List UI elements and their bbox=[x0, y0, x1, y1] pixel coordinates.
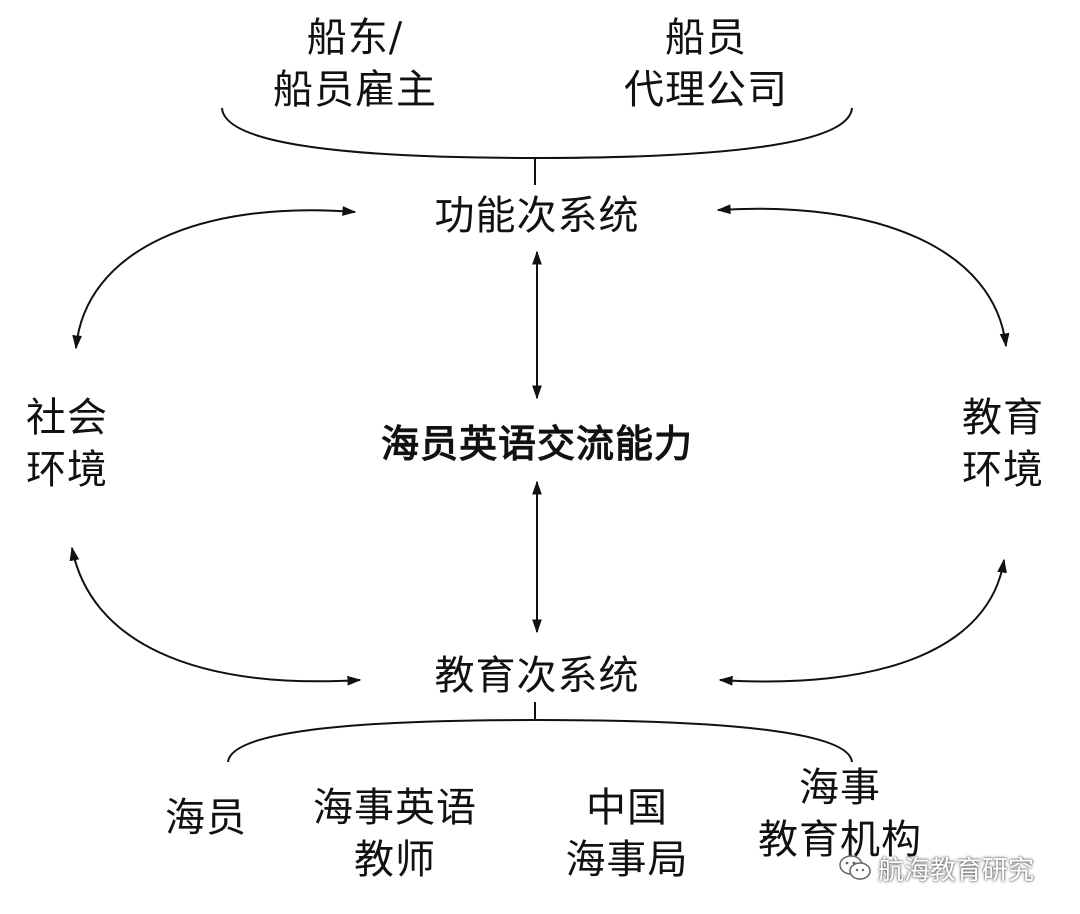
social-env-line2: 环境 bbox=[26, 447, 108, 493]
arrow-educationenv-education bbox=[718, 558, 1007, 686]
social-environment-node: 社会 环境 bbox=[26, 392, 108, 496]
social-env-line1: 社会 bbox=[26, 395, 108, 441]
education-environment-node: 教育 环境 bbox=[962, 392, 1044, 496]
seafarer-label: 海员 bbox=[165, 795, 247, 841]
education-env-line2: 环境 bbox=[962, 447, 1044, 493]
education-subsystem-node: 教育次系统 bbox=[434, 653, 640, 699]
arrow-social-education bbox=[69, 546, 362, 686]
teacher-line1: 海事英语 bbox=[313, 785, 477, 831]
institution-line1: 海事 bbox=[799, 765, 881, 811]
institution-line2: 教育机构 bbox=[758, 817, 922, 863]
msa-line2: 海事局 bbox=[565, 837, 689, 883]
crew-agency-line2: 代理公司 bbox=[624, 67, 788, 113]
crew-agency-label: 船员 代理公司 bbox=[624, 12, 788, 116]
wechat-icon bbox=[838, 854, 872, 882]
arrow-functional-social bbox=[72, 206, 357, 350]
watermark: 航海教育研究 bbox=[838, 848, 1034, 888]
bottom-group-brace bbox=[227, 718, 853, 763]
msa-line1: 中国 bbox=[586, 785, 668, 831]
shipowner-line1: 船东/ bbox=[306, 15, 404, 61]
arrow-functional-educationenv bbox=[716, 204, 1010, 348]
center-node-communication-ability: 海员英语交流能力 bbox=[380, 422, 694, 466]
institution-label: 海事 教育机构 bbox=[758, 762, 922, 866]
shipowner-employer-label: 船东/ 船员雇主 bbox=[273, 12, 437, 116]
watermark-text: 航海教育研究 bbox=[878, 855, 1035, 886]
teacher-label: 海事英语 教师 bbox=[313, 782, 477, 886]
education-env-line1: 教育 bbox=[962, 395, 1044, 441]
functional-subsystem-node: 功能次系统 bbox=[434, 193, 640, 239]
teacher-line2: 教师 bbox=[354, 837, 436, 883]
crew-agency-line1: 船员 bbox=[665, 15, 747, 61]
msa-label: 中国 海事局 bbox=[566, 782, 689, 886]
shipowner-line2: 船员雇主 bbox=[273, 67, 437, 113]
